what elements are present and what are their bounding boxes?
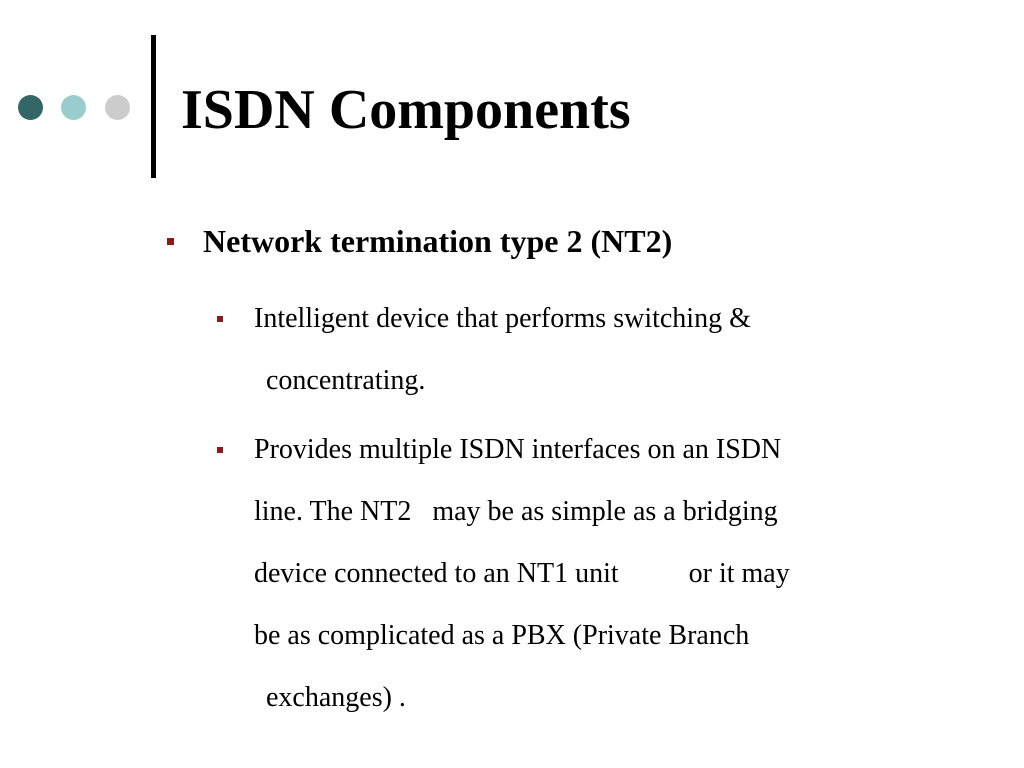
sub-bullet-1-line: concentrating.: [266, 365, 426, 396]
slide-title: ISDN Components: [181, 79, 631, 141]
sub-bullet-1-line: Intelligent device that performs switchi…: [254, 303, 751, 334]
bullet-heading: Network termination type 2 (NT2): [203, 223, 673, 259]
sub-bullet-1: Intelligent device that performs switchi…: [254, 288, 914, 412]
title-divider-rule: [151, 35, 156, 178]
decorative-dot-dark-icon: [18, 95, 43, 120]
sub-bullet-2-line: device connected to an NT1 unit or it ma…: [254, 558, 790, 589]
sub-bullet-2-line: exchanges) .: [266, 682, 406, 713]
sub-bullet-2-line: Provides multiple ISDN interfaces on an …: [254, 434, 782, 465]
sub-bullet-2-line: be as complicated as a PBX (Private Bran…: [254, 620, 750, 651]
sub-bullet-square-icon: [217, 447, 223, 453]
decorative-dot-teal-icon: [61, 95, 86, 120]
sub-bullet-2-line: line. The NT2 may be as simple as a brid…: [254, 496, 778, 527]
sub-bullet-square-icon: [217, 316, 223, 322]
bullet-square-icon: [167, 238, 174, 245]
decorative-dot-gray-icon: [105, 95, 130, 120]
sub-bullet-2: Provides multiple ISDN interfaces on an …: [254, 419, 914, 729]
